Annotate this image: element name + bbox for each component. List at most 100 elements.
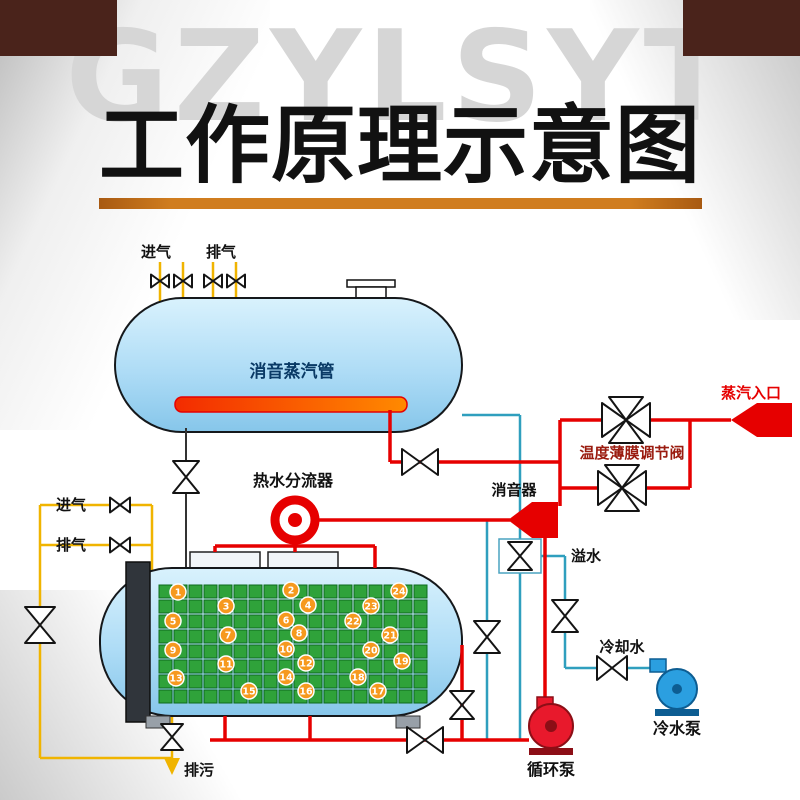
tube-cell <box>323 599 338 614</box>
tube-cell <box>203 674 218 689</box>
valve-icon <box>401 448 439 476</box>
tube-cell <box>323 659 338 674</box>
valve-icon <box>449 690 475 720</box>
tube-cell <box>398 674 413 689</box>
label-temp-membrane-valve: 温度薄膜调节阀 <box>579 444 684 462</box>
vent-flange <box>346 279 396 288</box>
tube-cell <box>323 644 338 659</box>
label-hot-water-splitter: 热水分流器 <box>253 471 334 490</box>
steam-inlet-arrow <box>731 403 792 437</box>
valve-icon <box>507 541 533 571</box>
valve-icon <box>608 396 644 444</box>
tube-cell <box>338 644 353 659</box>
tube-cell <box>413 689 428 704</box>
tube-cell <box>248 584 263 599</box>
tube-cell <box>413 659 428 674</box>
tube-cell <box>188 689 203 704</box>
tube-cell <box>413 599 428 614</box>
tube-cell <box>203 614 218 629</box>
valve-icon <box>551 599 579 633</box>
tube-marker-number: 22 <box>346 616 359 627</box>
tube-cell <box>248 644 263 659</box>
label-drain: 排污 <box>184 761 214 779</box>
tube-marker-number: 4 <box>305 600 312 611</box>
tube-cell <box>308 584 323 599</box>
tube-cell <box>263 644 278 659</box>
valve-icon <box>109 536 131 554</box>
tube-cell <box>413 614 428 629</box>
heater-bar <box>174 396 408 413</box>
tube-cell <box>218 689 233 704</box>
tube-cell <box>203 584 218 599</box>
tube-cell <box>323 689 338 704</box>
tube-cell <box>413 644 428 659</box>
tube-cell <box>218 584 233 599</box>
valve-icon <box>172 460 200 494</box>
tube-cell <box>188 599 203 614</box>
tube-marker <box>393 652 411 670</box>
tube-cell <box>398 614 413 629</box>
tube-marker-number: 20 <box>364 645 378 656</box>
tube-cell <box>353 629 368 644</box>
drain-arrow-icon <box>164 758 180 775</box>
tube-marker <box>344 612 362 630</box>
tube-sheet <box>125 561 151 723</box>
tube-cell <box>203 689 218 704</box>
tube-cell <box>233 614 248 629</box>
tube-cell <box>383 614 398 629</box>
title-underline-bar <box>99 198 702 209</box>
tube-cell <box>323 674 338 689</box>
tube-marker-number: 17 <box>371 686 384 697</box>
valve-icon <box>24 606 56 644</box>
label-exhaust-top: 排气 <box>206 243 236 261</box>
tube-marker-number: 19 <box>395 656 408 667</box>
label-inlet-left: 进气 <box>56 496 86 514</box>
tube-cell <box>263 584 278 599</box>
tube-cell <box>278 599 293 614</box>
cold-water-pump-icon <box>649 658 699 716</box>
tube-cell <box>308 614 323 629</box>
distribution-box <box>189 551 261 569</box>
label-inlet-top: 进气 <box>141 243 171 261</box>
tube-cell <box>398 689 413 704</box>
tube-cell <box>188 584 203 599</box>
tube-marker-number: 16 <box>299 686 313 697</box>
label-overflow: 溢水 <box>571 547 602 565</box>
corner-block-right <box>683 0 800 56</box>
tube-cell <box>188 674 203 689</box>
tube-cell <box>158 629 173 644</box>
label-circulation-pump: 循环泵 <box>527 760 575 779</box>
tube-marker-number: 11 <box>219 659 232 670</box>
tube-cell <box>248 614 263 629</box>
tube-marker <box>362 641 380 659</box>
tube-cell <box>203 599 218 614</box>
tube-cell <box>383 644 398 659</box>
tube-cell <box>338 659 353 674</box>
tube-cell <box>233 584 248 599</box>
hot-water-splitter-icon <box>270 495 320 545</box>
tube-cell <box>188 644 203 659</box>
tube-cell <box>323 629 338 644</box>
tube-cell <box>413 584 428 599</box>
muffler-shape <box>508 502 558 538</box>
tube-cell <box>203 644 218 659</box>
tube-cell <box>368 659 383 674</box>
tube-marker-number: 5 <box>170 616 177 627</box>
tube-cell <box>338 689 353 704</box>
tube-cell <box>248 599 263 614</box>
tube-cell <box>398 629 413 644</box>
label-muffler: 消音器 <box>491 481 537 499</box>
muffler-steam-tank: 消音蒸汽管 <box>114 279 463 433</box>
tube-cell <box>158 659 173 674</box>
tube-cell <box>338 584 353 599</box>
tube-cell <box>188 659 203 674</box>
tube-marker <box>362 597 380 615</box>
tube-marker-number: 13 <box>169 673 182 684</box>
tube-cell <box>263 659 278 674</box>
tube-marker-number: 12 <box>299 658 312 669</box>
tube-cell <box>323 614 338 629</box>
tube-cell <box>413 674 428 689</box>
tube-cell <box>383 674 398 689</box>
tube-marker-number: 8 <box>296 628 303 639</box>
